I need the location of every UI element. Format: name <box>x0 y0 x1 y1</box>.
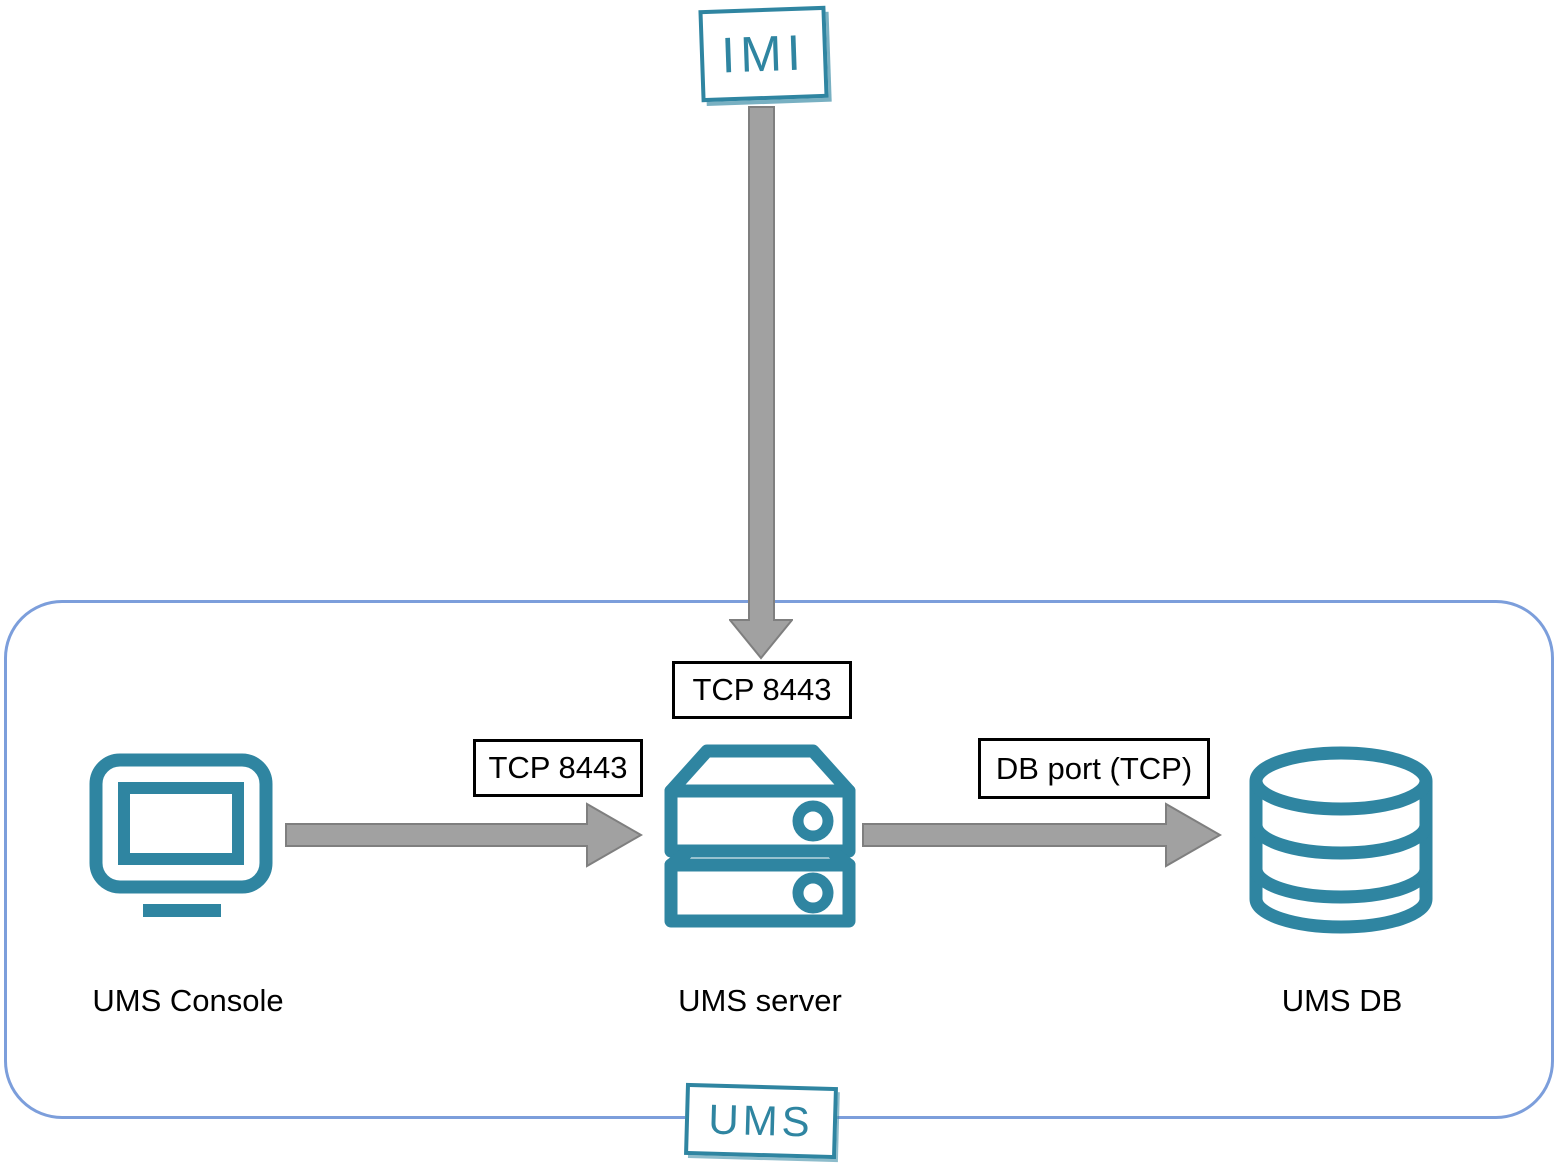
monitor-icon <box>89 753 273 917</box>
ums-group-label-box: UMS <box>684 1082 838 1160</box>
database-icon <box>1249 746 1433 934</box>
arrow-server-to-db-icon <box>862 802 1222 868</box>
port-label-server-db: DB port (TCP) <box>978 738 1210 799</box>
port-label-console-server-text: TCP 8443 <box>488 750 628 785</box>
port-label-console-server: TCP 8443 <box>473 739 643 797</box>
server-node-label: UMS server <box>678 983 842 1018</box>
imi-node-label: IMI <box>720 24 807 84</box>
port-label-imi-server: TCP 8443 <box>672 661 852 719</box>
db-node-label: UMS DB <box>1281 983 1403 1018</box>
server-icon <box>664 744 856 928</box>
arrow-imi-to-server-icon <box>729 106 793 660</box>
port-label-server-db-text: DB port (TCP) <box>995 750 1193 786</box>
ums-group-label-text: UMS <box>707 1095 815 1146</box>
console-node-label: UMS Console <box>92 983 284 1018</box>
arrow-console-to-server-icon <box>285 802 643 868</box>
port-label-imi-server-text: TCP 8443 <box>692 672 832 707</box>
imi-node: IMI <box>698 5 829 103</box>
